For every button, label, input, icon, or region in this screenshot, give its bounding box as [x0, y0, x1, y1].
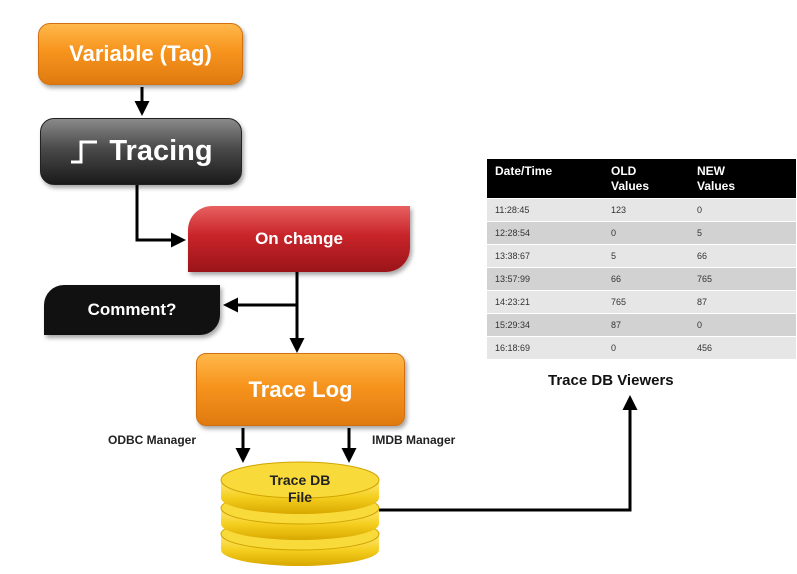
cell-new-value: 456 [689, 336, 796, 359]
cell-old-value: 66 [603, 267, 689, 291]
cell-new-value: 87 [689, 290, 796, 314]
trace-log-label: Trace Log [248, 376, 353, 402]
table-row: 15:29:34 87 0 [487, 313, 796, 337]
table-header-row: Date/Time OLD Values NEW Values [487, 159, 796, 199]
cell-date-time: 13:57:99 [487, 267, 603, 291]
on-change-node: On change [188, 206, 410, 272]
cell-new-value: 765 [689, 267, 796, 291]
cell-date-time: 13:38:67 [487, 244, 603, 268]
table-row: 11:28:45 123 0 [487, 198, 796, 222]
cell-new-value: 0 [689, 198, 796, 222]
cell-old-value: 123 [603, 198, 689, 222]
imdb-manager-label: IMDB Manager [372, 433, 456, 447]
connector-on-change-to-comment [223, 272, 299, 313]
variable-tag-label: Variable (Tag) [69, 41, 212, 66]
cell-date-time: 15:29:34 [487, 313, 603, 337]
tracing-label: Tracing [109, 135, 213, 167]
table-row: 13:38:67 5 66 [487, 244, 796, 268]
cell-date-time: 12:28:54 [487, 221, 603, 245]
cell-new-value: 0 [689, 313, 796, 337]
on-change-label: On change [255, 229, 343, 248]
comment-label: Comment? [87, 300, 177, 319]
trace-db-file-line1: Trace DB [269, 472, 331, 488]
table-header-old-values: OLD Values [603, 159, 689, 199]
table-row: 14:23:21 765 87 [487, 290, 796, 314]
step-signal-icon [71, 140, 98, 163]
table-row: 13:57:99 66 765 [487, 267, 796, 291]
cell-old-value: 765 [603, 290, 689, 314]
cell-old-value: 0 [603, 221, 689, 245]
cell-new-value: 5 [689, 221, 796, 245]
table-header-date-time: Date/Time [487, 159, 603, 199]
cell-date-time: 14:23:21 [487, 290, 603, 314]
table-header-new-values: NEW Values [689, 159, 796, 199]
connector-db-to-viewers [378, 395, 638, 512]
cell-new-value: 66 [689, 244, 796, 268]
variable-tag-node: Variable (Tag) [38, 23, 243, 85]
cell-old-value: 0 [603, 336, 689, 359]
trace-db-viewer-table: Date/Time OLD Values NEW Values 11:28:45… [487, 159, 796, 359]
cell-date-time: 16:18:69 [487, 336, 603, 359]
table-row: 12:28:54 0 5 [487, 221, 796, 245]
cell-date-time: 11:28:45 [487, 198, 603, 222]
cell-old-value: 87 [603, 313, 689, 337]
database-cylinder [220, 461, 380, 566]
trace-db-file-line2: File [287, 489, 313, 505]
tracing-node: Tracing [40, 118, 242, 185]
cell-old-value: 5 [603, 244, 689, 268]
trace-log-node: Trace Log [196, 353, 405, 426]
trace-db-file-label: Trace DB File [240, 472, 360, 506]
connector-tracing-to-on-change [135, 185, 186, 248]
table-row: 16:18:69 0 456 [487, 336, 796, 359]
comment-node: Comment? [44, 285, 220, 335]
odbc-manager-label: ODBC Manager [108, 433, 197, 447]
trace-db-viewers-caption: Trace DB Viewers [548, 372, 674, 389]
